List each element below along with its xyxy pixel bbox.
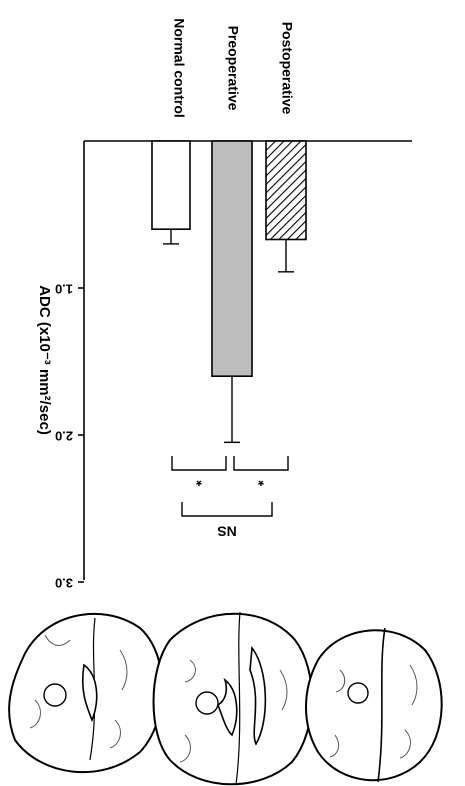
value-axis-label: ADC (x10⁻³ mm²/sec) (36, 285, 53, 435)
roi-circle-preoperative (195, 691, 219, 715)
category-label-1: Preoperative (225, 26, 241, 111)
significance-label-2: NS (217, 523, 236, 539)
value-tick-label-1: 2.0 (55, 429, 73, 444)
value-tick-label-0: 1.0 (55, 282, 73, 297)
bar-postoperative (265, 140, 307, 241)
significance-label-1: * (258, 472, 264, 489)
category-label-2: Postoperative (279, 22, 295, 115)
value-tick-label-2: 3.0 (55, 576, 73, 591)
significance-bracket-2 (181, 502, 273, 517)
significance-label-0: * (196, 472, 202, 489)
brain-section-postoperative (305, 627, 443, 783)
roi-circle-postoperative (347, 682, 369, 704)
significance-bracket-0 (171, 456, 227, 471)
bar-normal-control (151, 140, 191, 230)
brain-section-normal-control (8, 612, 164, 774)
significance-bracket-1 (233, 456, 289, 471)
roi-circle-normal (43, 683, 67, 707)
brain-section-preoperative (152, 611, 313, 786)
bar-preoperative (211, 140, 253, 377)
category-label-0: Normal control (171, 18, 187, 118)
